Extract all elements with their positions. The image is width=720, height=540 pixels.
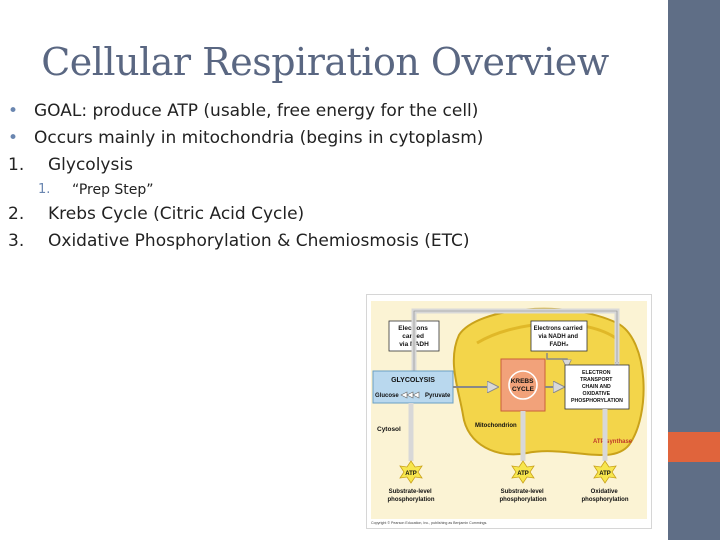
step-oxidative: 3. Oxidative Phosphorylation & Chemiosmo… bbox=[8, 228, 648, 255]
bullet-text: GOAL: produce ATP (usable, free energy f… bbox=[34, 101, 479, 121]
nadh-flow-outline bbox=[413, 310, 617, 371]
atp-burst-2: ATP bbox=[511, 460, 535, 484]
bullet-location: • Occurs mainly in mitochondria (begins … bbox=[8, 125, 648, 152]
etc-line: ELECTRON bbox=[582, 370, 611, 376]
electrons-nadh-fadh2-label: Electrons carried via NADH and FADH₂ bbox=[534, 326, 585, 348]
substep-prep: 1. “Prep Step” bbox=[8, 179, 648, 201]
atp-synthase-label: ATP synthase bbox=[593, 439, 633, 445]
caption-line: Substrate-level bbox=[389, 489, 432, 495]
etc-box bbox=[564, 364, 630, 410]
cytosol-label: Cytosol bbox=[377, 426, 401, 433]
bullet-marker: • bbox=[8, 101, 19, 121]
etc-label: ELECTRON TRANSPORT CHAIN AND OXIDATIVE P… bbox=[571, 370, 623, 404]
respiration-diagram: Electrons carried via NADH Electrons car… bbox=[366, 294, 652, 529]
etc-line: OXIDATIVE bbox=[582, 391, 610, 397]
diagram-svg: Electrons carried via NADH Electrons car… bbox=[371, 301, 647, 525]
slide-title: Cellular Respiration Overview bbox=[41, 40, 609, 84]
pyruvate-label: Pyruvate bbox=[425, 393, 451, 399]
substep-text: “Prep Step” bbox=[72, 182, 154, 198]
step-glycolysis: 1. Glycolysis bbox=[8, 152, 648, 179]
substrate-level-caption-2: Substrate-level phosphorylation bbox=[500, 489, 547, 503]
atp-label: ATP bbox=[599, 471, 611, 477]
caption-line: phosphorylation bbox=[388, 497, 435, 503]
mitochondrion-label: Mitochondrion bbox=[475, 423, 517, 429]
caption-line: Substrate-level bbox=[501, 489, 544, 495]
glycolysis-steps-icon bbox=[400, 391, 420, 399]
step-text: Glycolysis bbox=[48, 155, 133, 175]
bullet-text: Occurs mainly in mitochondria (begins in… bbox=[34, 128, 484, 148]
atp-burst-3: ATP bbox=[593, 460, 617, 484]
krebs-line: CYCLE bbox=[512, 386, 535, 393]
step-text: Oxidative Phosphorylation & Chemiosmosis… bbox=[48, 231, 470, 251]
etc-line: PHOSPHORYLATION bbox=[571, 398, 623, 404]
krebs-line: KREBS bbox=[511, 378, 534, 385]
bullet-marker: • bbox=[8, 128, 19, 148]
glycolysis-label: GLYCOLYSIS bbox=[391, 377, 435, 384]
atp-label: ATP bbox=[405, 471, 417, 477]
step-number: 1. bbox=[8, 155, 25, 175]
copyright-text: Copyright © Pearson Education, Inc., pub… bbox=[371, 521, 487, 525]
krebs-box bbox=[500, 358, 546, 412]
step-krebs: 2. Krebs Cycle (Citric Acid Cycle) bbox=[8, 201, 648, 228]
step-number: 2. bbox=[8, 204, 25, 224]
krebs-cycle-icon bbox=[508, 370, 538, 400]
atp-burst-1: ATP bbox=[399, 460, 423, 484]
substrate-level-caption-1: Substrate-level phosphorylation bbox=[388, 489, 435, 503]
step-text: Krebs Cycle (Citric Acid Cycle) bbox=[48, 204, 305, 224]
electrons-nadh-fadh2-box bbox=[530, 320, 588, 352]
fadh2-flow-arrow bbox=[546, 353, 567, 367]
step-number: 3. bbox=[8, 231, 25, 251]
sidebar-accent bbox=[668, 432, 720, 462]
oxidative-caption: Oxidative phosphorylation bbox=[582, 489, 629, 503]
atp-label: ATP bbox=[517, 471, 529, 477]
substep-number: 1. bbox=[38, 182, 51, 197]
electrons-fadh2-line: FADH₂ bbox=[550, 342, 569, 348]
krebs-label: KREBS CYCLE bbox=[511, 378, 536, 393]
electrons-fadh2-line: Electrons carried bbox=[534, 326, 583, 332]
caption-line: phosphorylation bbox=[582, 497, 629, 503]
etc-line: CHAIN AND bbox=[582, 384, 611, 390]
bullet-goal: • GOAL: produce ATP (usable, free energy… bbox=[8, 98, 648, 125]
etc-line: TRANSPORT bbox=[580, 377, 613, 383]
electrons-fadh2-line: via NADH and bbox=[538, 334, 578, 340]
caption-line: Oxidative bbox=[591, 489, 619, 495]
caption-line: phosphorylation bbox=[500, 497, 547, 503]
bullet-list: • GOAL: produce ATP (usable, free energy… bbox=[8, 98, 648, 255]
glucose-label: Glucose bbox=[375, 393, 399, 399]
